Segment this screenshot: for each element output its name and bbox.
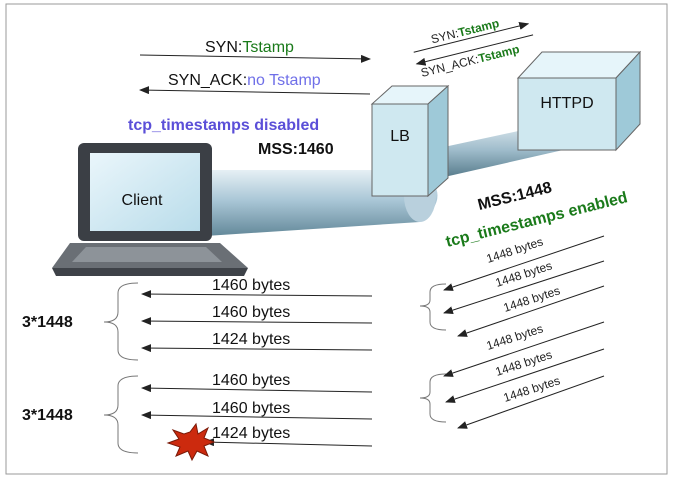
brace-right-2 bbox=[419, 373, 447, 423]
segment-label: 1460 bytes bbox=[212, 277, 290, 294]
segment-arrow bbox=[443, 321, 605, 377]
frame-border bbox=[5, 3, 668, 475]
brace-right-1 bbox=[419, 283, 447, 331]
segment-label: 1460 bytes bbox=[212, 304, 290, 321]
segment-label: 1448 bytes bbox=[502, 283, 562, 314]
lb-box: LB bbox=[370, 84, 450, 198]
httpd-label: HTTPD bbox=[540, 95, 593, 112]
mss-right-label: MSS:1448 bbox=[476, 179, 554, 214]
client-laptop: Client bbox=[52, 143, 248, 276]
synack-arrow-left bbox=[139, 86, 371, 95]
httpd-box: HTTPD bbox=[516, 50, 642, 152]
segment-arrow bbox=[141, 384, 373, 393]
syn-arrow-left bbox=[139, 54, 371, 63]
brace-left-1 bbox=[103, 282, 139, 361]
handshake-right: SYN:Tstamp SYN_ACK:Tstamp bbox=[413, 16, 534, 80]
client-label: Client bbox=[122, 192, 163, 209]
segment-label: 1448 bytes bbox=[494, 347, 554, 378]
synack-arrow-right bbox=[415, 34, 534, 66]
segment-arrow bbox=[141, 344, 373, 353]
lb-label: LB bbox=[390, 128, 410, 145]
segment-arrow bbox=[141, 290, 373, 299]
packet-loss-burst bbox=[166, 422, 216, 462]
mss-left-label: MSS:1460 bbox=[258, 141, 334, 158]
segment-label: 1460 bytes bbox=[212, 400, 290, 417]
timestamps-disabled-label: tcp_timestamps disabled bbox=[128, 117, 319, 134]
syn-arrow-right bbox=[413, 22, 530, 53]
segment-arrow bbox=[204, 438, 373, 447]
syn-label-left: SYN:Tstamp bbox=[205, 39, 294, 56]
segment-label: 1424 bytes bbox=[212, 425, 290, 442]
segment-arrow bbox=[443, 235, 605, 291]
group-label-2: 3*1448 bbox=[22, 407, 73, 424]
segment-arrow bbox=[141, 411, 373, 420]
segment-arrow bbox=[457, 375, 605, 429]
segment-label: 1448 bytes bbox=[485, 321, 545, 352]
segment-arrow bbox=[141, 317, 373, 326]
segment-label: 1424 bytes bbox=[212, 331, 290, 348]
synack-label-left: SYN_ACK:no Tstamp bbox=[168, 72, 321, 89]
segment-arrow bbox=[443, 260, 605, 315]
brace-left-2 bbox=[103, 375, 139, 454]
segment-arrow bbox=[445, 348, 605, 403]
segment-arrow bbox=[457, 285, 605, 337]
segment-label: 1460 bytes bbox=[212, 372, 290, 389]
group-label-1: 3*1448 bbox=[22, 314, 73, 331]
syn-label-right: SYN:Tstamp bbox=[429, 16, 500, 46]
segment-label: 1448 bytes bbox=[502, 373, 562, 404]
